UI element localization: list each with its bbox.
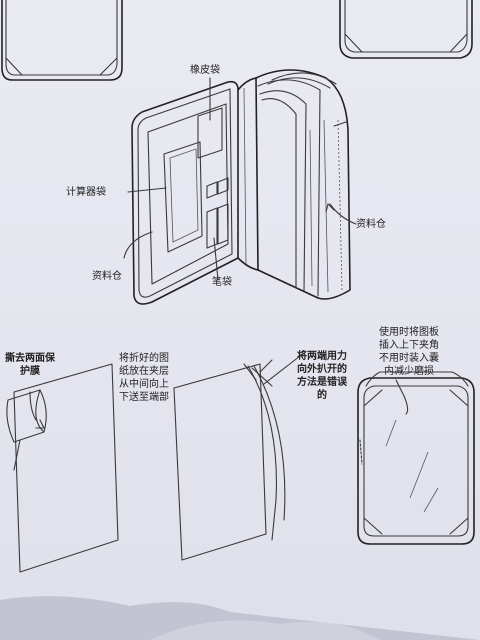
board-corner-top-right [339,0,473,59]
label-calculator-pocket: 计算器袋 [66,187,106,198]
open-portfolio-drawing [131,69,351,305]
leader-lines [123,77,357,281]
bottom-fabric [0,596,480,640]
label-wrong-method: 将两端用力向外扒开的方法是错误的 [297,351,347,401]
step-board-in-sleeve [357,371,475,545]
label-file-pocket-left: 资料仓 [92,271,122,282]
label-insert-sheet: 将折好的图纸放在夹层从中间向上下送至端部 [119,353,169,403]
label-peel-film: 撕去两面保护膜 [5,353,55,377]
label-file-pocket-right: 资料仓 [356,219,386,230]
label-storage-tip: 使用时将图板插入上下夹角不用时装入囊内减少磨损 [379,327,439,377]
step-leader-lines [29,391,37,421]
label-eraser-pocket: 橡皮袋 [190,65,220,76]
board-corner-top-left [1,0,123,81]
step-insert-sheet [173,355,301,561]
step-peel-film [6,363,119,573]
label-pen-pocket: 笔袋 [212,277,232,288]
